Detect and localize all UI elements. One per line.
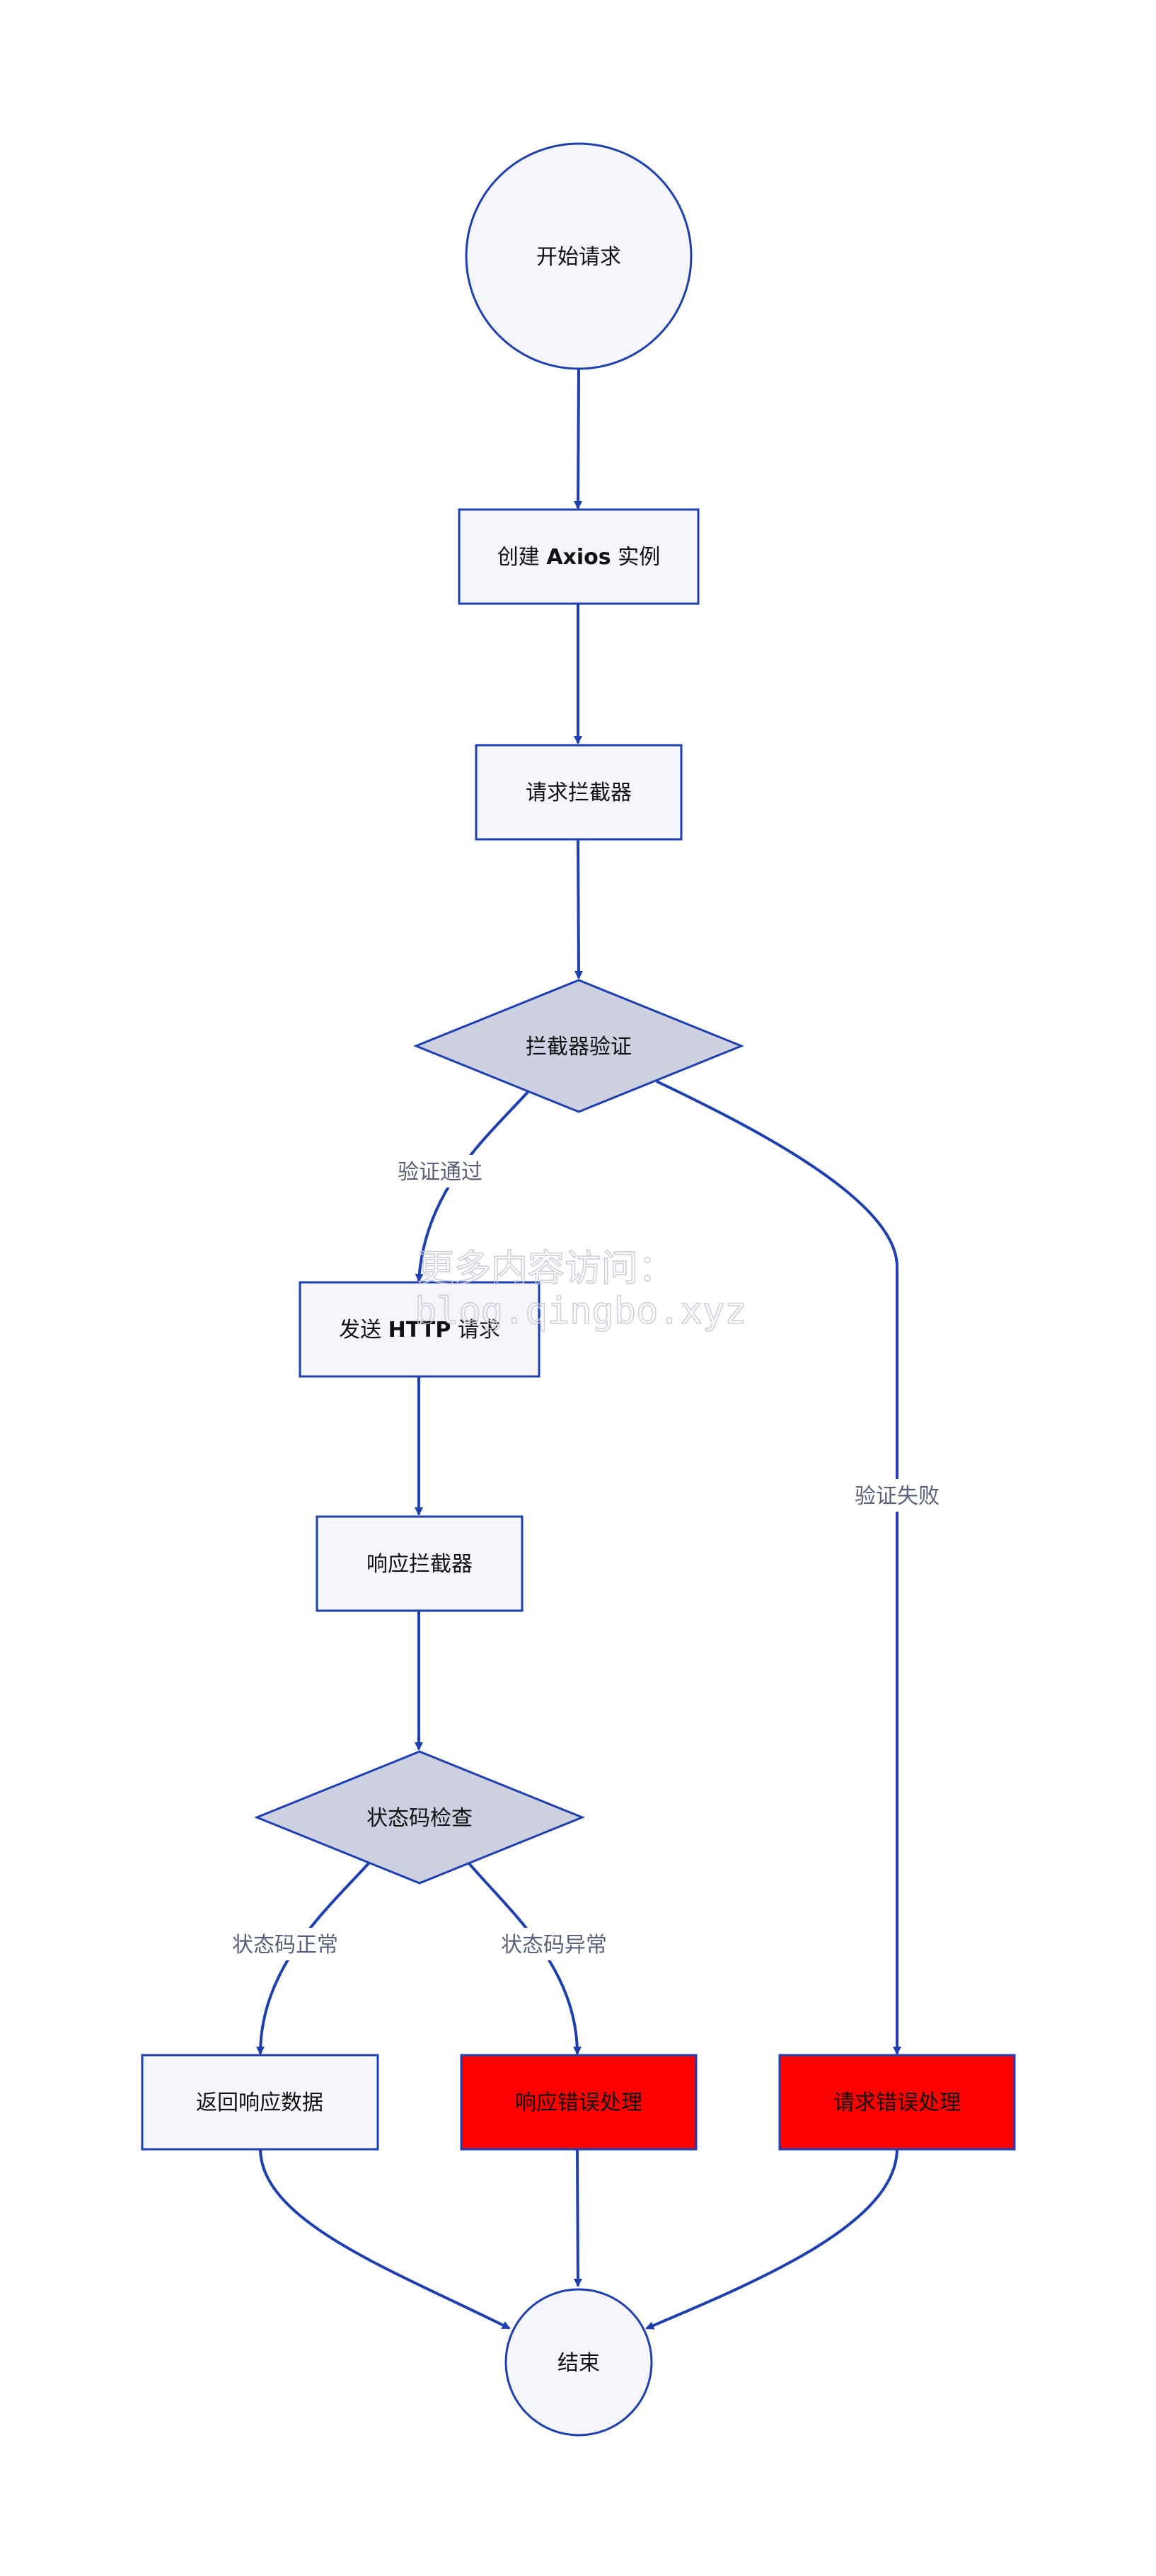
watermark-line2: blog.qingbo.xyz bbox=[415, 1290, 747, 1333]
edge-request-interceptor-to-check bbox=[574, 839, 583, 979]
node-response-error: 响应错误处理 bbox=[460, 2054, 698, 2151]
node-create-instance: 创建 Axios 实例 bbox=[458, 508, 700, 605]
node-start-label: 开始请求 bbox=[536, 245, 621, 270]
node-send-request: 发送 HTTP 请求 bbox=[299, 1281, 541, 1378]
node-status-check-label: 状态码检查 bbox=[366, 1806, 473, 1831]
node-response-interceptor-label: 响应拦截器 bbox=[366, 1552, 473, 1577]
edge-label-verify-fail: 验证失败 bbox=[855, 1484, 940, 1509]
node-request-error-label: 请求错误处理 bbox=[833, 2091, 961, 2115]
node-create-instance-label: 创建 Axios 实例 bbox=[497, 545, 660, 570]
watermark-line1: 更多内容访问： bbox=[417, 1248, 675, 1290]
node-interceptor-check-label: 拦截器验证 bbox=[526, 1035, 632, 1059]
node-request-interceptor-label: 请求拦截器 bbox=[526, 781, 632, 805]
node-start: 开始请求 bbox=[465, 142, 693, 370]
edge-labels: 验证通过 验证失败 状态码正常 状态码异常 bbox=[225, 1155, 947, 1960]
node-send-request-label: 发送 HTTP 请求 bbox=[339, 1318, 500, 1342]
edge-request-error-to-end bbox=[645, 2148, 898, 2330]
edge-response-error-to-end bbox=[573, 2148, 582, 2287]
node-response-error-label: 响应错误处理 bbox=[515, 2091, 642, 2115]
edge-check-to-request-error bbox=[656, 1080, 901, 2055]
edge-label-verify-pass: 验证通过 bbox=[398, 1160, 482, 1185]
node-return-data-label: 返回响应数据 bbox=[196, 2091, 323, 2115]
node-request-error: 请求错误处理 bbox=[778, 2054, 1016, 2151]
node-end: 结束 bbox=[504, 2288, 653, 2437]
edge-label-status-error: 状态码异常 bbox=[501, 1933, 607, 1957]
node-request-interceptor: 请求拦截器 bbox=[475, 744, 683, 841]
node-status-check: 状态码检查 bbox=[253, 1750, 586, 1885]
node-end-label: 结束 bbox=[557, 2351, 600, 2376]
edge-label-status-ok: 状态码正常 bbox=[232, 1933, 338, 1957]
edge-start-to-create bbox=[574, 369, 583, 510]
watermark: 更多内容访问： blog.qingbo.xyz bbox=[414, 1247, 747, 1333]
edge-return-to-end bbox=[259, 2148, 511, 2330]
node-response-interceptor: 响应拦截器 bbox=[316, 1515, 524, 1612]
node-return-data: 返回响应数据 bbox=[141, 2054, 379, 2151]
node-interceptor-check: 拦截器验证 bbox=[412, 979, 745, 1113]
